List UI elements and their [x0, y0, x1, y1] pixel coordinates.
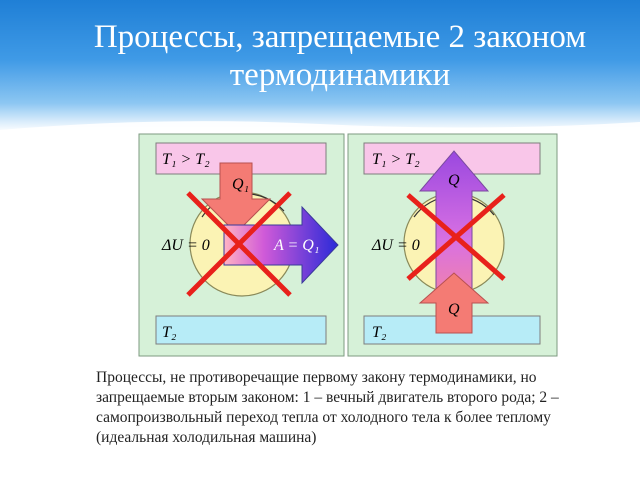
left-hot-reservoir — [155, 142, 327, 175]
thermodynamics-diagram: T₁ > T₂ T₂ Q₁ A = Q₁ ΔU = 0 T₁ > T₂ T₂ Q… — [138, 133, 558, 357]
right-cold-label: T₂ — [372, 324, 387, 341]
left-energy-label: ΔU = 0 — [161, 237, 210, 254]
left-cold-label: T₂ — [162, 324, 177, 341]
left-work-label: A = Q₁ — [273, 237, 319, 254]
left-heat-label: Q₁ — [232, 176, 249, 193]
left-cold-reservoir — [155, 315, 327, 345]
right-hot-label: T₁ > T₂ — [372, 151, 420, 168]
left-hot-label: T₁ > T₂ — [162, 151, 210, 168]
left-panel: T₁ > T₂ T₂ Q₁ A = Q₁ ΔU = 0 — [138, 133, 345, 357]
figure-caption: Процессы, не противоречащие первому зако… — [96, 369, 559, 446]
right-cross-line-2 — [406, 193, 506, 281]
right-energy-label: ΔU = 0 — [371, 237, 420, 254]
right-heat-in-arrow — [418, 272, 490, 334]
right-panel: T₁ > T₂ T₂ Q Q ΔU = 0 — [347, 133, 558, 357]
right-heat-in-label: Q — [448, 301, 460, 318]
left-heat-arrow — [200, 162, 272, 234]
left-cross-line-2 — [186, 191, 292, 297]
right-heat-out-label: Q — [448, 172, 460, 189]
header-wave-decoration — [0, 121, 640, 136]
slide-title: Процессы, запрещаемые 2 законом термодин… — [93, 19, 587, 93]
left-work-arrow — [223, 205, 339, 285]
header-banner — [0, 0, 640, 136]
